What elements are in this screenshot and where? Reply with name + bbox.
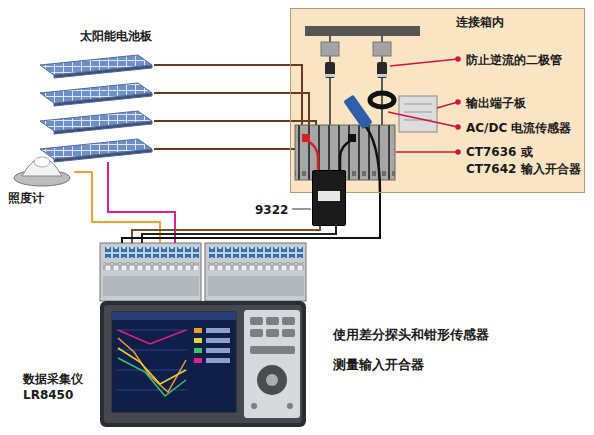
callout-label: CT7636 或 CT7642 输入开合器 [466,144,586,178]
svg-rect [244,310,300,418]
wire-line [154,120,290,122]
panel-group: 太阳能电池板 [38,52,154,162]
svg-polygon [40,139,152,159]
svg-rect [266,329,279,337]
svg-rect [112,312,236,320]
svg-path [388,112,458,127]
svg-path [362,122,380,193]
svg-polyline [118,348,186,384]
svg-rect [321,42,339,56]
svg-polyline [118,330,186,344]
svg-rect [100,301,306,427]
svg-path [306,140,318,172]
svg-path [22,158,62,176]
svg-ellipse [370,93,394,107]
svg-rect [104,305,302,423]
svg-rect [377,74,387,77]
svg-rect [194,358,202,363]
probe-box: 9322 [312,170,346,226]
svg-polygon [40,83,152,103]
wire-connector [154,65,290,149]
wire-connector [132,226,336,243]
svg-path [340,140,352,172]
junction-box-parts [290,26,437,193]
svg-rect [250,317,263,325]
svg-circle [287,403,293,409]
svg-circle [257,365,287,395]
svg-circle [456,100,460,104]
svg-rect [377,62,387,78]
wire-line [154,64,290,66]
wire-line [154,92,290,94]
svg-rect [208,276,304,296]
node-label: 9322 [255,202,288,218]
svg-rect [208,247,304,258]
svg-path [437,102,458,108]
svg-rect [103,262,199,270]
svg-circle [456,150,460,154]
node-label: 连接箱内 [456,14,504,30]
svg-rect [206,338,230,343]
svg-rect [282,329,295,337]
svg-rect [194,338,202,343]
svg-rect [348,134,356,142]
illuminometer-icon [14,157,70,186]
svg-rect [250,329,263,337]
svg-rect [305,26,420,36]
svg-circle [251,403,257,409]
wire-line [74,172,160,243]
svg-rect [103,247,199,258]
leader-lines [388,57,460,154]
svg-rect [343,95,372,130]
svg-path [396,151,458,153]
node-label: 数据采集仪 LR8450 [23,371,95,403]
svg-polyline [118,358,186,396]
svg-rect [399,96,437,132]
svg-rect [208,262,304,270]
svg-rect [206,348,230,353]
svg-rect [112,312,236,412]
svg-rect [194,328,202,333]
svg-circle [456,57,460,61]
probe-leader [292,209,311,210]
svg-rect [206,358,230,363]
svg-rect [205,243,306,301]
svg-rect [194,348,202,353]
junction-box-ground [290,8,585,193]
svg-rect [373,42,391,56]
svg-polygon [40,55,152,75]
node-label: 太阳能电池板 [80,28,152,44]
data-logger: 数据采集仪 LR8450 [100,243,306,427]
svg-ellipse [34,157,50,167]
wire-line [154,148,290,150]
node-label: 照度计 [8,190,44,206]
svg-circle [266,374,278,386]
data-logger-drawing [100,243,306,427]
callout-label: 防止逆流的二极管 [466,52,562,68]
svg-rect [325,62,335,78]
svg-rect [103,276,199,296]
svg-path [404,104,432,120]
callout-label: 使用差分探头和钳形传感器 测量输入开合器 [333,320,509,380]
svg-rect [325,74,335,77]
wire-line [142,226,336,243]
callout-label: 输出端子板 [466,95,526,111]
svg-rect [206,328,230,333]
svg-circle [456,125,460,129]
probe-band [318,191,340,201]
callout-label: AC/DC 电流传感器 [466,120,571,136]
wire-connector [74,172,160,243]
svg-rect [266,317,279,325]
svg-rect [282,317,295,325]
svg-rect [100,243,201,301]
svg-rect [302,134,310,142]
svg-rect [250,346,295,354]
svg-path [390,59,458,66]
svg-polygon [40,111,152,131]
solar-panels [40,55,152,162]
illuminometer: 照度计 [12,150,74,186]
svg-polyline [118,338,186,392]
